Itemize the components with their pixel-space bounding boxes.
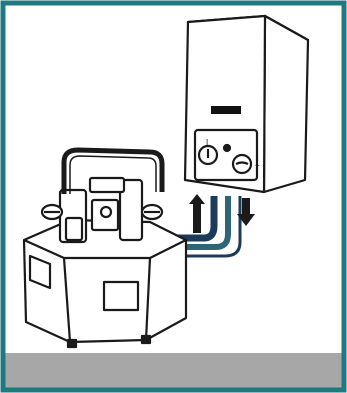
pump-label-panel <box>104 282 138 310</box>
valve-wheel-left-icon <box>42 205 62 219</box>
pump-foot <box>142 336 150 343</box>
dial-right-label: + <box>255 161 260 170</box>
power-knob-icon <box>233 155 251 173</box>
wall-heater-icon <box>185 16 308 192</box>
footer-band <box>6 353 342 388</box>
dial-left-label: I <box>206 138 208 147</box>
display-window <box>211 106 241 114</box>
indicator-light-icon <box>224 145 230 151</box>
temperature-knob-icon <box>199 146 217 164</box>
valve-wheel-right-icon <box>142 205 162 219</box>
gauge-icon <box>101 207 111 217</box>
pump-foot <box>68 340 76 347</box>
